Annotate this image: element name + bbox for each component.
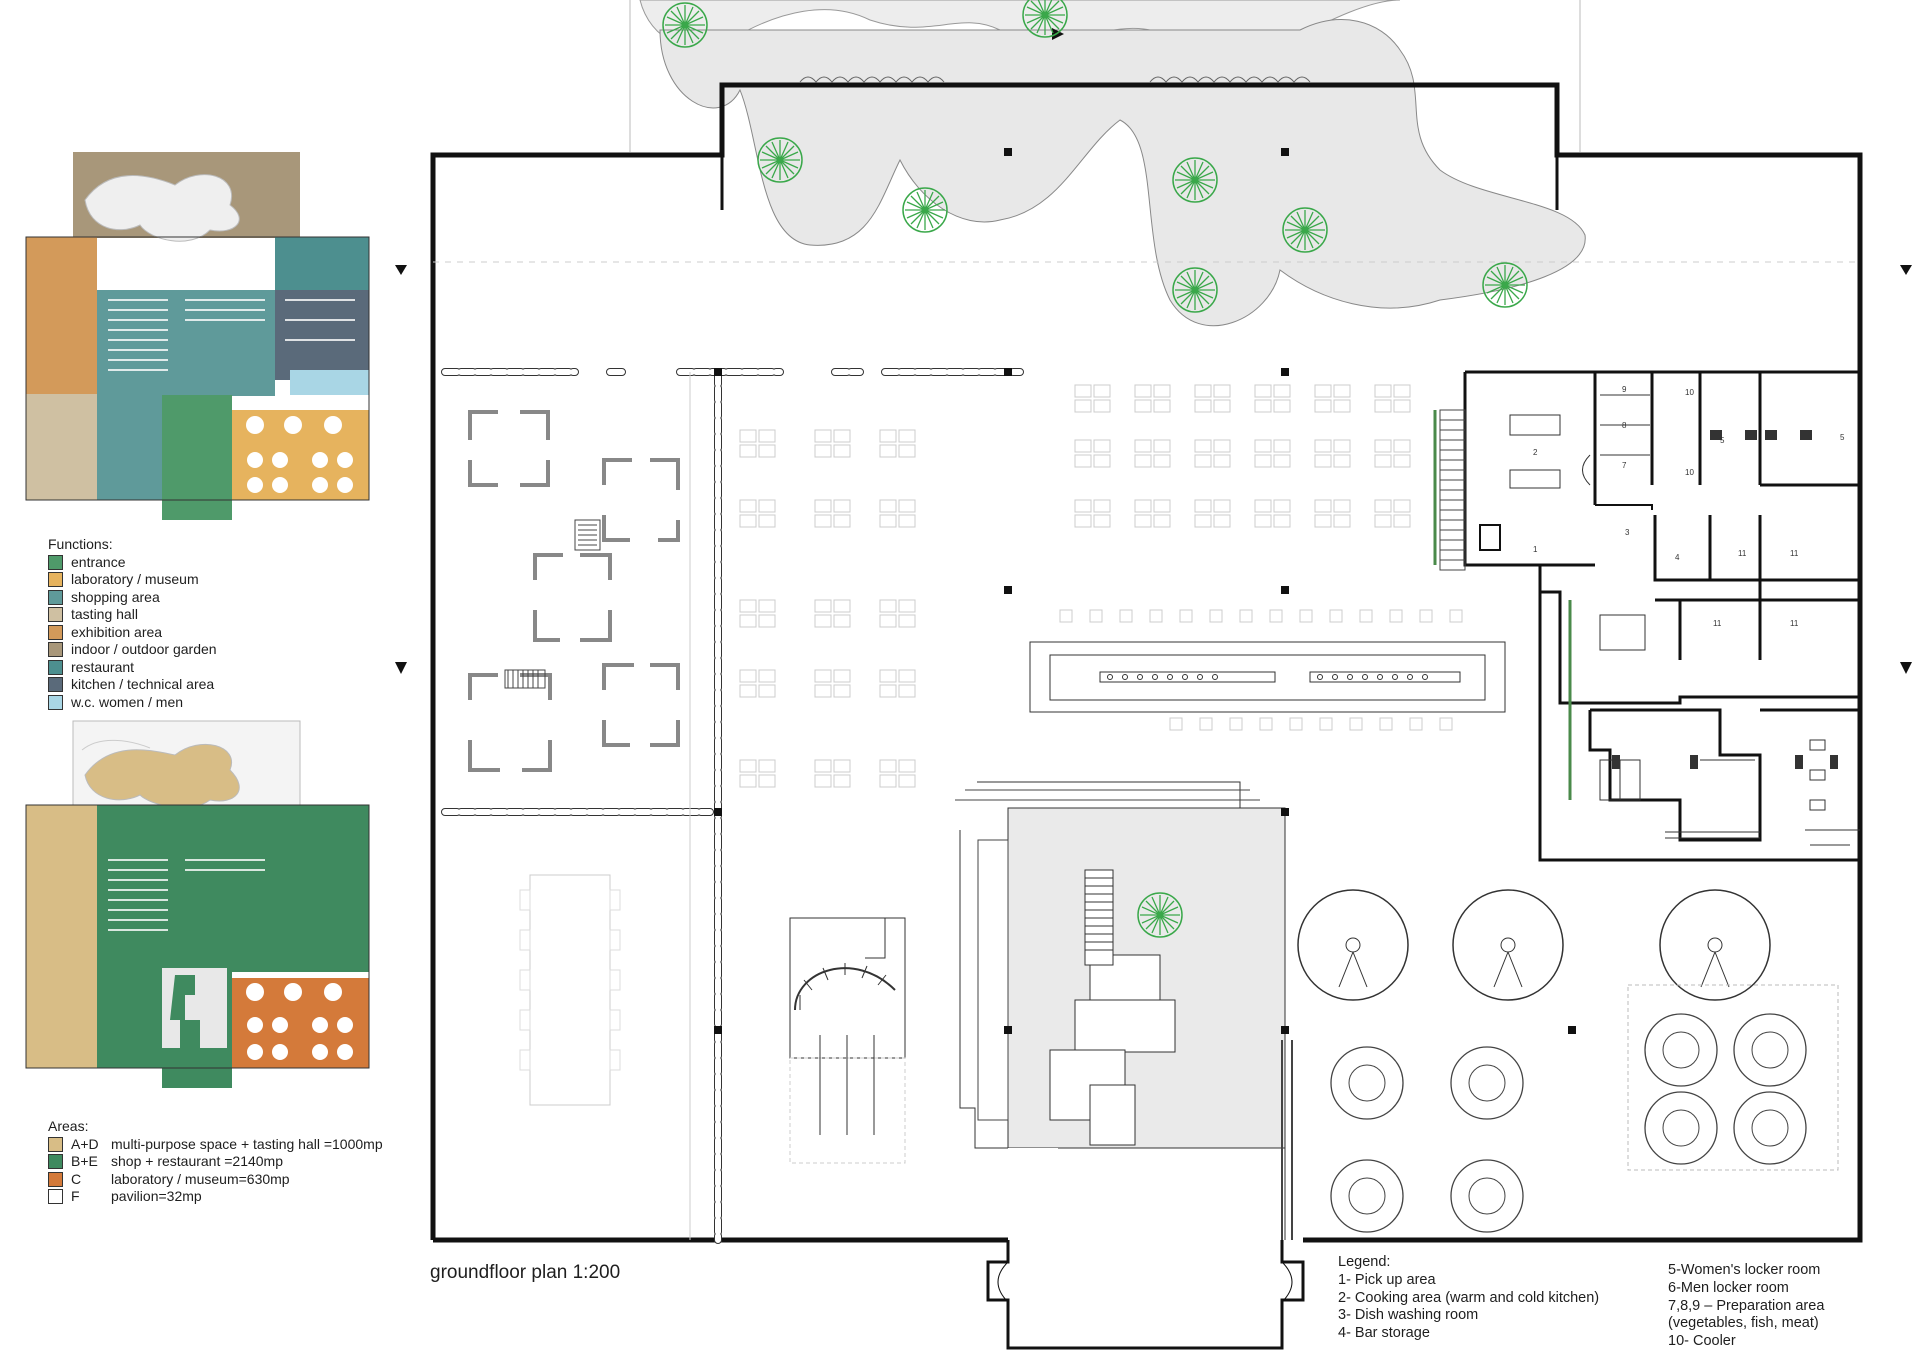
legend-label: exhibition area — [71, 623, 163, 640]
area-code: F — [71, 1188, 80, 1204]
color-swatch — [48, 624, 63, 640]
main-plan: 1 2 3 4 5 5 8 7 9 10 10 11 11 11 11 6 — [395, 0, 1912, 1350]
legend-label: laboratory / museum=630mp — [111, 1170, 290, 1187]
legend-item: 4- Bar storage — [1338, 1325, 1430, 1342]
legend-item: 1- Pick up area — [1338, 1271, 1436, 1288]
color-swatch — [48, 677, 63, 693]
legend-item: (vegetables, fish, meat) — [1668, 1315, 1819, 1332]
legend-item: 5-Women's locker room — [1668, 1262, 1821, 1278]
color-swatch — [48, 1189, 63, 1205]
legend-label: shop + restaurant =2140mp — [111, 1153, 284, 1169]
color-swatch — [48, 589, 63, 605]
legend-label: multi-purpose space + tasting hall =1000… — [111, 1135, 383, 1152]
room-number-11c: 11 — [1713, 619, 1722, 628]
room-number-4: 4 — [1675, 553, 1680, 562]
area-code: C — [71, 1170, 82, 1187]
areas-legend: Areas: A+D multi-purpose space + tasting … — [48, 1118, 383, 1206]
room-number-11d: 11 — [1790, 619, 1799, 628]
legend-row: w.c. women / men — [48, 694, 217, 712]
functions-title: Functions: — [48, 536, 113, 552]
legend-item: 10- Cooler — [1668, 1333, 1736, 1350]
room-number-11b: 11 — [1790, 549, 1799, 558]
legend-row: B+E shop + restaurant =2140mp — [48, 1153, 383, 1171]
room-number-8: 8 — [1622, 421, 1627, 430]
legend-label: shopping area — [71, 588, 160, 605]
room-number-5a: 5 — [1720, 436, 1725, 445]
area-code: A+D — [71, 1135, 99, 1152]
legend-label: w.c. women / men — [71, 693, 184, 710]
legend-item: 6-Men locker room — [1668, 1279, 1789, 1296]
legend-row: restaurant — [48, 659, 217, 677]
legend-label: laboratory / museum — [71, 571, 199, 587]
legend-label: restaurant — [71, 658, 135, 675]
room-number-5b: 5 — [1840, 433, 1845, 442]
room-number-10b: 10 — [1685, 468, 1694, 477]
legend-row: shopping area — [48, 589, 217, 607]
legend-row: A+D multi-purpose space + tasting hall =1… — [48, 1136, 383, 1154]
plan-title: groundfloor plan 1:200 — [430, 1262, 621, 1283]
legend-item: 2- Cooking area (warm and cold kitchen) — [1338, 1289, 1600, 1306]
room-number-1: 1 — [1533, 545, 1538, 554]
legend-row: kitchen / technical area — [48, 676, 217, 694]
room-number-10a: 10 — [1685, 388, 1694, 397]
legend-title: Legend: — [1338, 1254, 1391, 1270]
room-number-2: 2 — [1533, 448, 1538, 457]
legend-label: indoor / outdoor garden — [71, 641, 217, 657]
color-swatch — [48, 642, 63, 658]
color-swatch — [48, 659, 63, 675]
legend-item: 7,8,9 – Preparation area — [1668, 1297, 1825, 1314]
legend-row: indoor / outdoor garden — [48, 641, 217, 659]
legend-label: pavilion=32mp — [111, 1188, 202, 1204]
room-number-9: 9 — [1622, 385, 1627, 394]
room-number-11a: 11 — [1738, 549, 1747, 558]
color-swatch — [48, 694, 63, 710]
color-swatch — [48, 1171, 63, 1187]
color-swatch — [48, 572, 63, 588]
legend-row: exhibition area — [48, 624, 217, 642]
color-swatch — [48, 1136, 63, 1152]
legend-label: kitchen / technical area — [71, 676, 215, 692]
legend-item: 3- Dish washing room — [1338, 1307, 1479, 1324]
area-code: B+E — [71, 1153, 98, 1169]
color-swatch — [48, 554, 63, 570]
legend-label: tasting hall — [71, 606, 138, 622]
legend-row: entrance — [48, 554, 217, 572]
legend-row: tasting hall — [48, 606, 217, 624]
legend-row: laboratory / museum — [48, 571, 217, 589]
color-swatch — [48, 1154, 63, 1170]
color-swatch — [48, 607, 63, 623]
legend-label: entrance — [71, 553, 126, 570]
room-number-7: 7 — [1622, 461, 1627, 470]
room-number-3: 3 — [1625, 528, 1630, 537]
areas-title: Areas: — [48, 1118, 89, 1134]
area-diagram — [25, 720, 370, 1088]
function-diagram — [25, 152, 370, 520]
